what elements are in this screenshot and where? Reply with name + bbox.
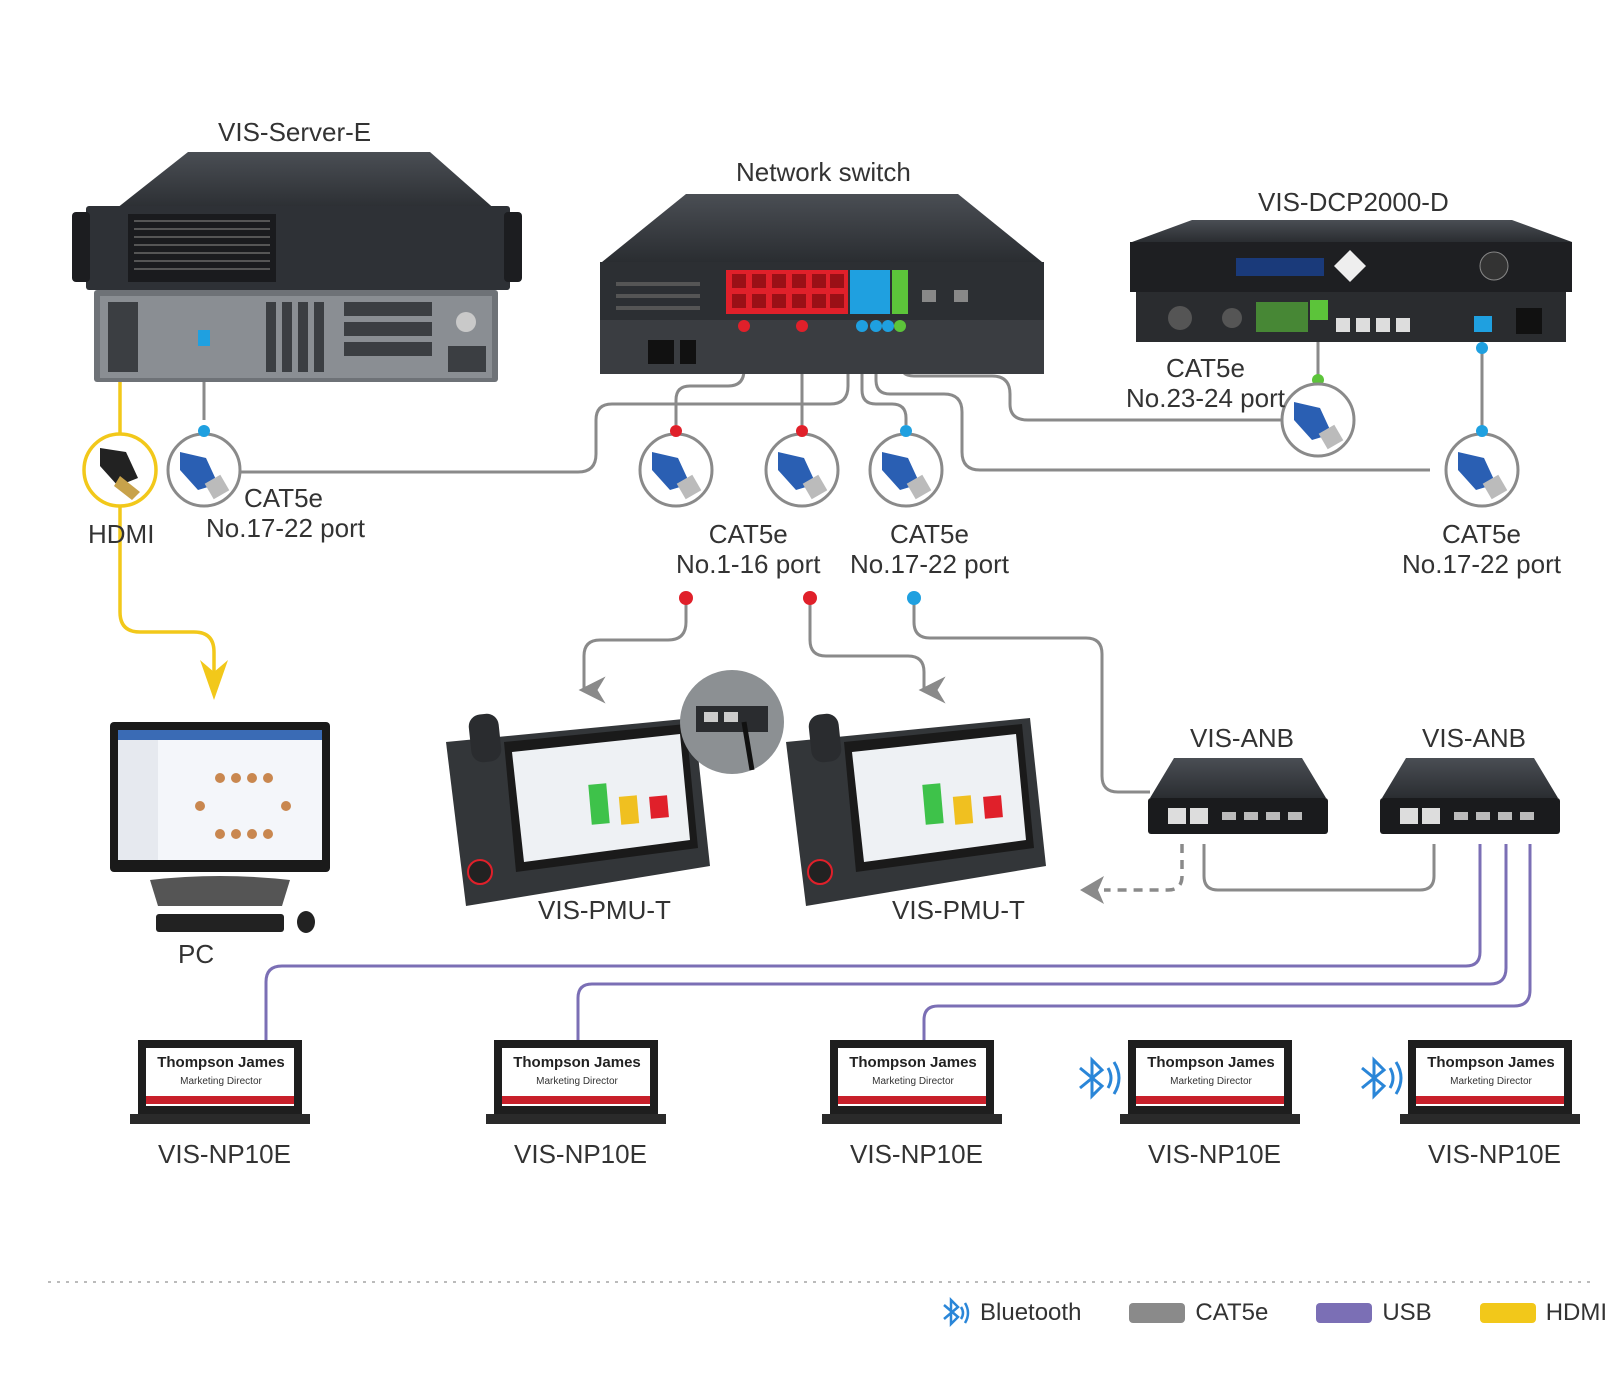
label-switch-cable-b: CAT5e No.17-22 port	[850, 519, 1009, 580]
port-range: No.17-22 port	[850, 548, 1009, 579]
label-pmu-2: VIS-PMU-T	[892, 895, 1025, 925]
nameplate-title: Marketing Director	[536, 1076, 618, 1087]
cat5e-to-pmu-1	[578, 598, 688, 704]
label-np-2: VIS-NP10E	[514, 1139, 647, 1169]
port-range: No.17-22 port	[206, 512, 365, 543]
usb-cable-2	[576, 844, 1508, 1040]
network-switch-device	[600, 194, 1044, 374]
dashed-arrowhead	[1080, 876, 1104, 904]
nameplate-title: Marketing Director	[1450, 1076, 1532, 1087]
cat5e-anb-pmu-dashed	[1104, 844, 1184, 892]
server-device	[72, 152, 522, 382]
legend-label: CAT5e	[1195, 1299, 1269, 1326]
hdmi-connector-icon	[82, 432, 158, 508]
anb-device	[1148, 758, 1328, 834]
legend: Bluetooth CAT5e USB HDMI	[940, 1295, 1620, 1331]
port-range: No.1-16 port	[676, 548, 821, 579]
bluetooth-icon	[943, 1296, 970, 1328]
rj45-connector-icon	[166, 425, 242, 508]
nameplate-title: Marketing Director	[180, 1076, 262, 1087]
cable-type: CAT5e	[708, 519, 788, 549]
anb-device	[1380, 758, 1560, 834]
cable-type: CAT5e	[1441, 519, 1521, 549]
usb-swatch	[1316, 1303, 1373, 1323]
connector-detail-zoom	[680, 670, 784, 774]
legend-label: Bluetooth	[980, 1299, 1082, 1326]
label-anb-1: VIS-ANB	[1190, 723, 1295, 753]
label-np-4: VIS-NP10E	[1148, 1139, 1281, 1169]
cat5e-anb-link	[1202, 844, 1436, 892]
nameplate-name: Thompson James	[1147, 1054, 1275, 1071]
bluetooth-icon	[1361, 1056, 1403, 1100]
port-range: No.17-22 port	[1402, 548, 1561, 579]
label-switch-cable-a: CAT5e No.1-16 port	[676, 519, 821, 580]
nameplate-title: Marketing Director	[1170, 1076, 1252, 1087]
cat5e-swatch	[1129, 1303, 1186, 1323]
port-range: No.23-24 port	[1126, 382, 1285, 413]
pc-device	[110, 722, 330, 933]
hdmi-arrowhead	[200, 660, 228, 700]
legend-item-bluetooth: Bluetooth	[940, 1295, 1081, 1331]
cat5e-switch-blue-2	[874, 326, 1430, 472]
nameplate-name: Thompson James	[1427, 1054, 1555, 1071]
label-pc: PC	[178, 939, 215, 969]
legend-label: USB	[1382, 1299, 1432, 1326]
nameplate-device	[486, 1040, 666, 1124]
pmu-device	[786, 713, 1046, 906]
dcp-device	[1130, 220, 1572, 386]
port-dot-red	[803, 591, 817, 605]
hdmi-swatch	[1479, 1303, 1536, 1323]
rj45-connector-icon	[638, 425, 714, 508]
label-anb-2: VIS-ANB	[1422, 723, 1527, 753]
rj45-connector-icon	[1444, 425, 1520, 508]
label-switch: Network switch	[736, 157, 911, 187]
cat5e-switch-blue-1	[860, 326, 908, 425]
label-server: VIS-Server-E	[218, 117, 372, 147]
label-np-5: VIS-NP10E	[1428, 1139, 1561, 1169]
cat5e-switch-red-1	[674, 326, 746, 425]
legend-item-usb: USB	[1316, 1299, 1432, 1327]
label-dcp-cable-right: CAT5e No.17-22 port	[1402, 519, 1561, 580]
label-np-1: VIS-NP10E	[158, 1139, 291, 1169]
rj45-connector-icon	[764, 425, 840, 508]
cat5e-to-pmu-2	[808, 598, 946, 704]
cable-type: CAT5e	[889, 519, 969, 549]
label-server-cable: CAT5e No.17-22 port	[206, 483, 365, 544]
port-dot-blue	[907, 591, 921, 605]
usb-cable-3	[922, 844, 1532, 1040]
rj45-connector-icon	[1280, 382, 1356, 458]
nameplate-device	[1400, 1040, 1580, 1124]
legend-item-cat5e: CAT5e	[1129, 1299, 1268, 1327]
nameplate-title: Marketing Director	[872, 1076, 954, 1087]
legend-label: HDMI	[1545, 1299, 1608, 1326]
nameplate-name: Thompson James	[157, 1054, 285, 1071]
label-pmu-1: VIS-PMU-T	[538, 895, 671, 925]
port-dot-red	[679, 591, 693, 605]
nameplate-device	[130, 1040, 310, 1124]
cable-type: CAT5e	[1165, 353, 1245, 383]
label-dcp-cable-top: CAT5e No.23-24 port	[1126, 353, 1285, 414]
legend-item-hdmi: HDMI	[1479, 1299, 1608, 1327]
label-np-3: VIS-NP10E	[850, 1139, 983, 1169]
usb-cable-1	[264, 844, 1482, 1040]
cat5e-to-anb-1	[912, 598, 1150, 794]
label-dcp: VIS-DCP2000-D	[1258, 187, 1449, 217]
label-hdmi: HDMI	[88, 519, 155, 549]
cable-type: CAT5e	[244, 483, 323, 513]
pmu-device	[446, 713, 710, 906]
bluetooth-icon	[1079, 1056, 1121, 1100]
nameplate-device	[822, 1040, 1002, 1124]
hdmi-cable	[118, 380, 216, 690]
nameplate-name: Thompson James	[849, 1054, 977, 1071]
nameplate-name: Thompson James	[513, 1054, 641, 1071]
nameplate-device	[1120, 1040, 1300, 1124]
rj45-connector-icon	[868, 425, 944, 508]
